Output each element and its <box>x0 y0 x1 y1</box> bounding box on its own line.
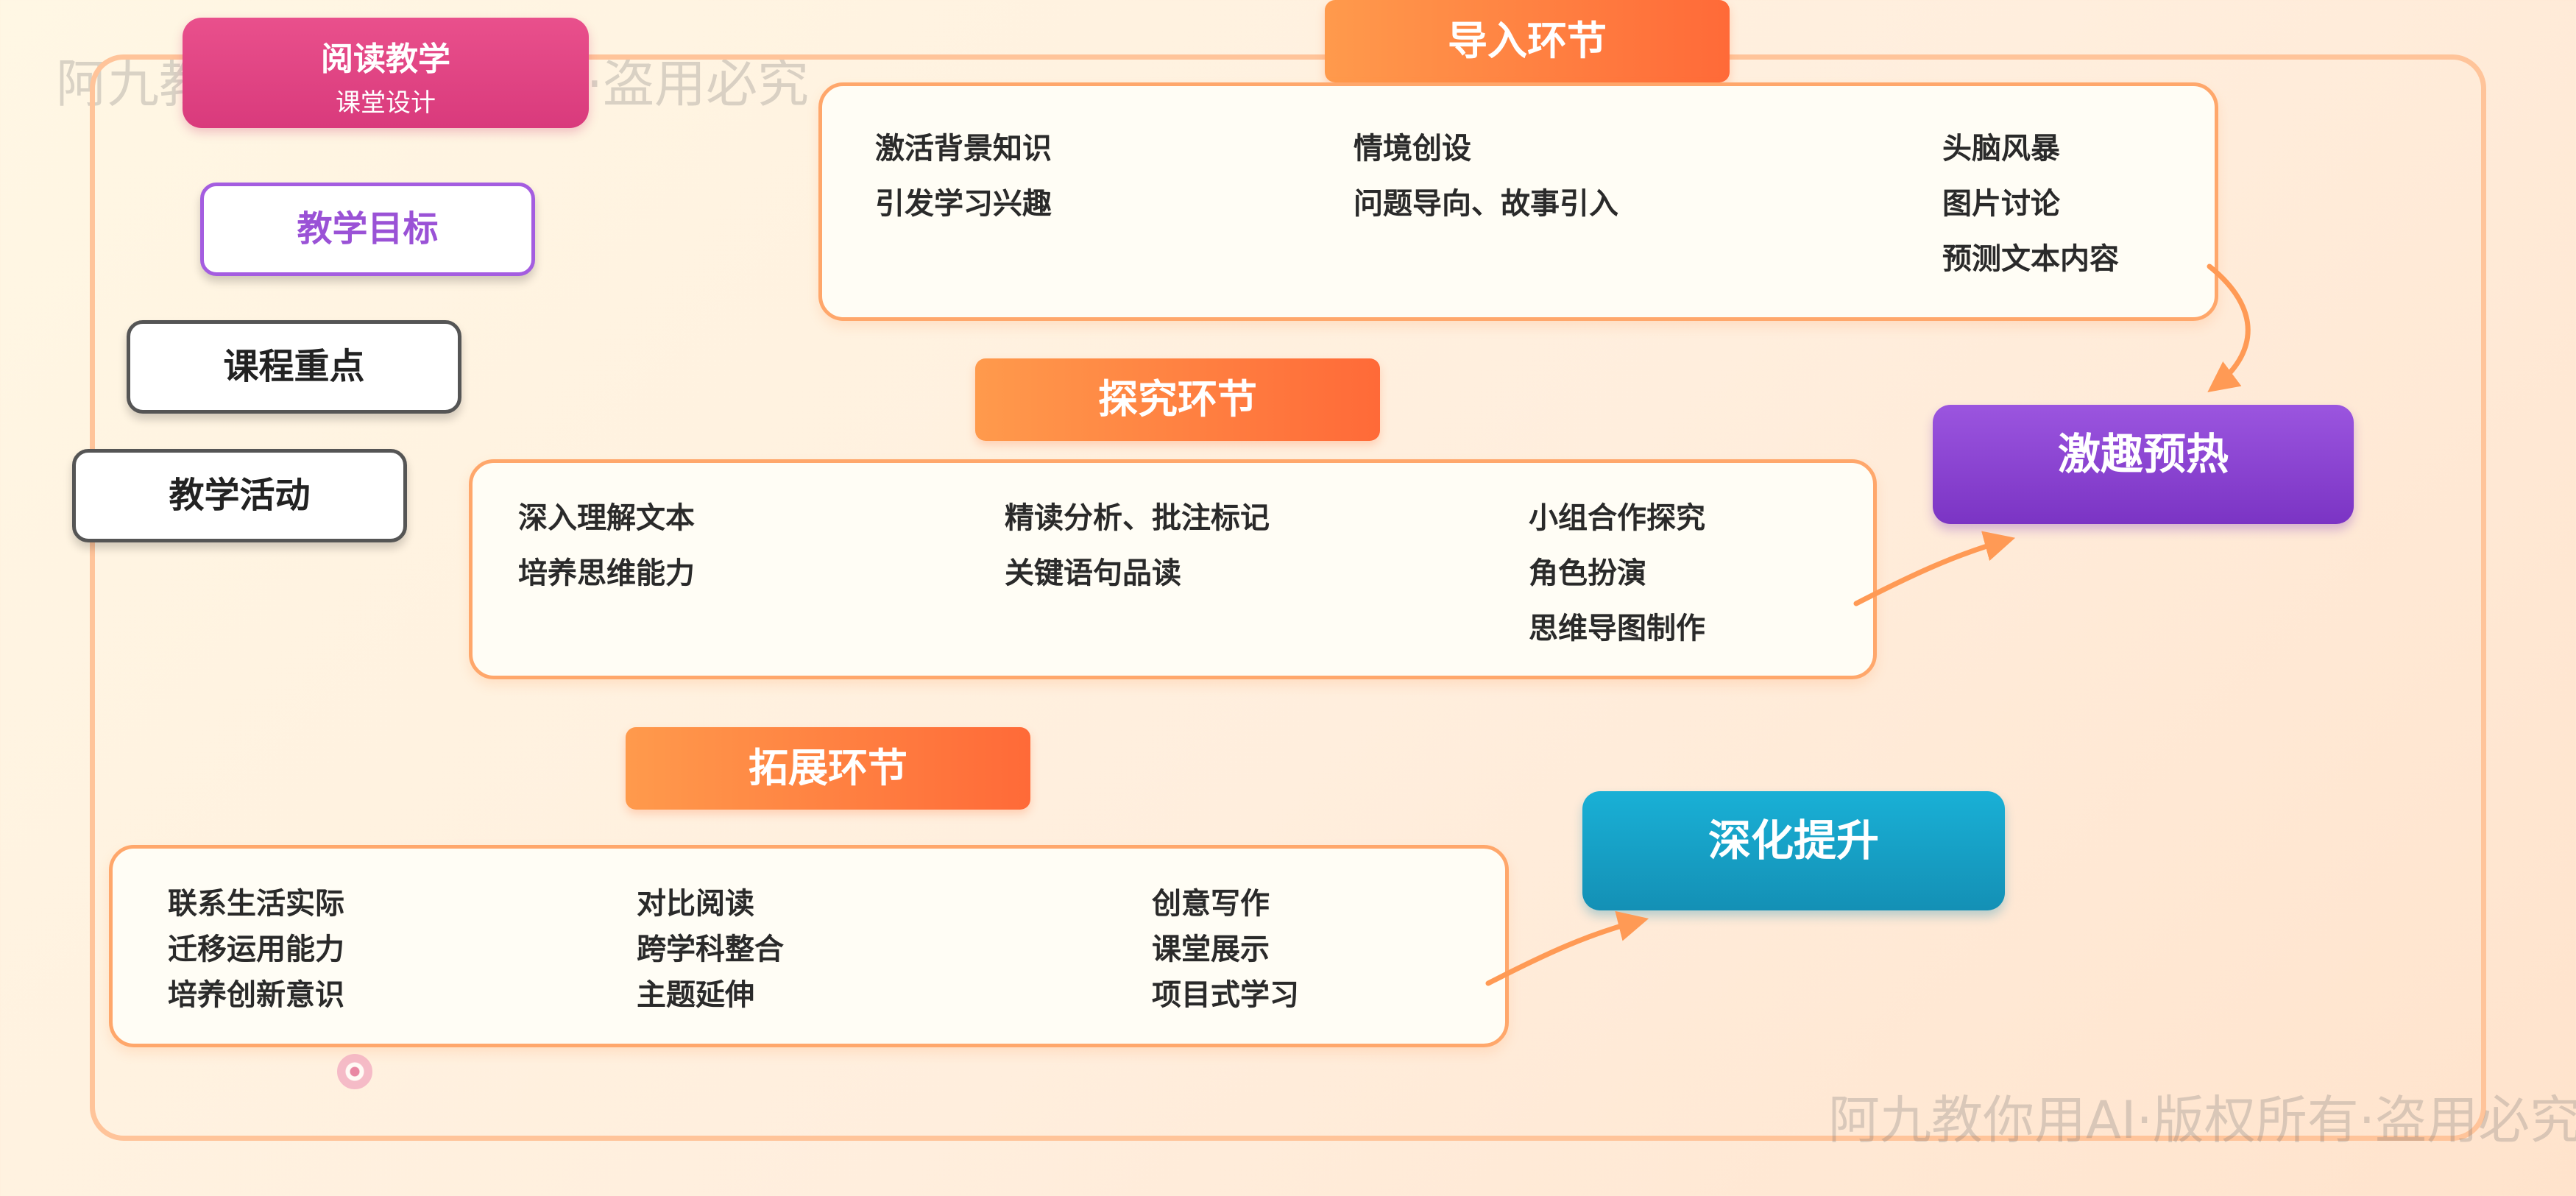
import-column-1: 激活背景知识 引发学习兴趣 <box>875 121 1052 232</box>
extend-column-3: 创意写作 课堂展示 项目式学习 <box>1152 881 1299 1018</box>
list-item: 课堂展示 <box>1152 933 1270 966</box>
list-item: 培养创新意识 <box>168 978 344 1012</box>
extend-column-2: 对比阅读 跨学科整合 主题延伸 <box>637 881 784 1018</box>
explore-column-2: 精读分析、批注标记 关键语句品读 <box>1005 491 1270 601</box>
target-icon <box>337 1054 372 1089</box>
import-column-3: 头脑风暴 图片讨论 预测文本内容 <box>1942 121 2119 287</box>
import-card: 激活背景知识 引发学习兴趣 情境创设 问题导向、故事引入 头脑风暴 图片讨论 预… <box>818 82 2218 321</box>
explore-column-1: 深入理解文本 培养思维能力 <box>518 491 695 601</box>
explore-card: 深入理解文本 培养思维能力 精读分析、批注标记 关键语句品读 小组合作探究 角色… <box>469 459 1877 679</box>
list-item: 精读分析、批注标记 <box>1005 501 1270 535</box>
title-sub: 课堂设计 <box>336 88 436 118</box>
import-column-2: 情境创设 问题导向、故事引入 <box>1354 121 1618 232</box>
outer-frame <box>90 54 2486 1141</box>
list-item: 创意写作 <box>1152 887 1270 921</box>
explore-section-header: 探究环节 <box>975 358 1380 441</box>
list-item: 预测文本内容 <box>1942 242 2119 276</box>
watermark-bottom: 阿九教你用AI·版权所有·盗用必究 <box>1828 1090 2576 1150</box>
list-item: 培养思维能力 <box>518 556 695 590</box>
extend-card: 联系生活实际 迁移运用能力 培养创新意识 对比阅读 跨学科整合 主题延伸 创意写… <box>109 845 1509 1047</box>
title-main: 阅读教学 <box>321 40 450 78</box>
explore-column-3: 小组合作探究 角色扮演 思维导图制作 <box>1529 491 1705 657</box>
activity-button[interactable]: 教学活动 <box>72 449 407 542</box>
list-item: 迁移运用能力 <box>168 933 344 966</box>
list-item: 跨学科整合 <box>637 933 784 966</box>
list-item: 角色扮演 <box>1529 556 1646 590</box>
list-item: 关键语句品读 <box>1005 556 1181 590</box>
import-section-header: 导入环节 <box>1325 0 1730 82</box>
extend-section-header: 拓展环节 <box>626 727 1030 810</box>
list-item: 思维导图制作 <box>1529 612 1705 645</box>
list-item: 项目式学习 <box>1152 978 1299 1012</box>
goals-button[interactable]: 教学目标 <box>200 183 535 276</box>
deepen-stage: 深化提升 <box>1582 791 2005 910</box>
list-item: 激活背景知识 <box>875 132 1052 166</box>
list-item: 联系生活实际 <box>168 887 344 921</box>
list-item: 主题延伸 <box>637 978 754 1012</box>
list-item: 头脑风暴 <box>1942 132 2060 166</box>
warmup-stage: 激趣预热 <box>1933 405 2354 524</box>
title-badge: 阅读教学 课堂设计 <box>183 18 589 128</box>
list-item: 情境创设 <box>1354 132 1471 166</box>
list-item: 对比阅读 <box>637 887 754 921</box>
list-item: 问题导向、故事引入 <box>1354 187 1618 221</box>
focus-button[interactable]: 课程重点 <box>127 320 461 414</box>
list-item: 深入理解文本 <box>518 501 695 535</box>
list-item: 小组合作探究 <box>1529 501 1705 535</box>
list-item: 图片讨论 <box>1942 187 2060 221</box>
list-item: 引发学习兴趣 <box>875 187 1052 221</box>
extend-column-1: 联系生活实际 迁移运用能力 培养创新意识 <box>168 881 344 1018</box>
